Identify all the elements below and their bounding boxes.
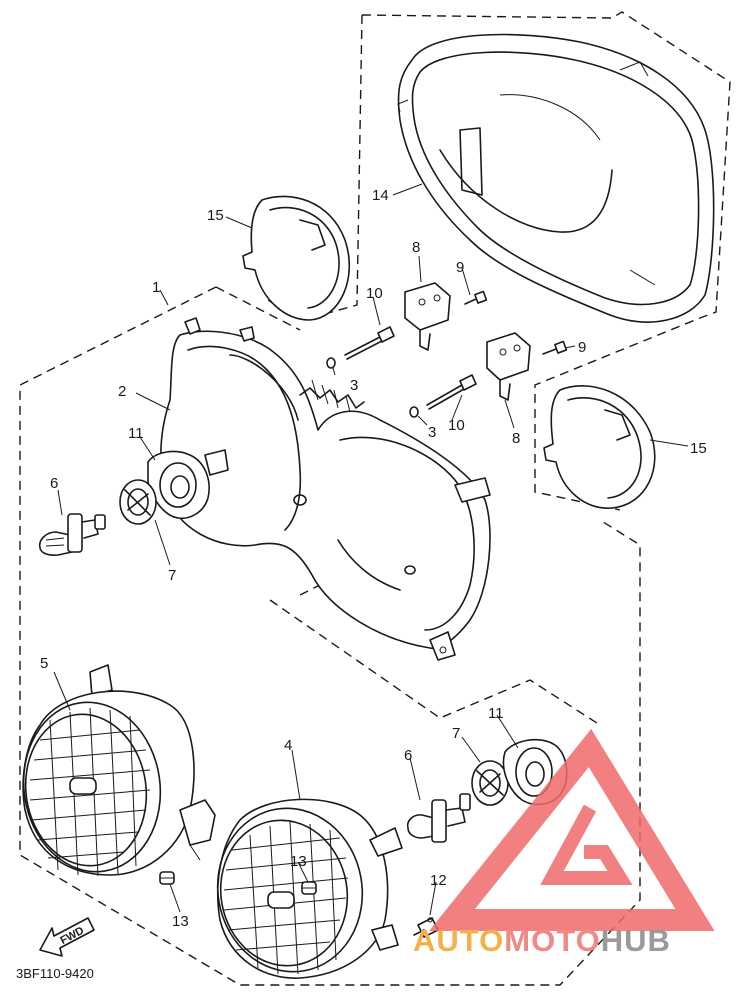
watermark-text: AUTOMOTOHUB xyxy=(413,923,671,958)
callout-8-lower: 8 xyxy=(512,430,520,447)
callout-8-upper: 8 xyxy=(412,239,420,256)
watermark-auto: AUTO xyxy=(413,923,504,958)
socket-cover-upper-part xyxy=(147,450,210,520)
headlight-cover-part xyxy=(397,33,715,323)
callout-10-upper: 10 xyxy=(366,285,383,302)
callout-15-left: 15 xyxy=(207,207,224,224)
bracket-lower-part xyxy=(486,332,531,401)
callout-1: 1 xyxy=(152,279,160,296)
callout-4: 4 xyxy=(284,737,292,754)
rim-ring-left-part xyxy=(242,195,350,321)
fwd-arrow: FWD xyxy=(39,917,95,957)
callout-10-lower: 10 xyxy=(448,417,465,434)
watermark-moto: MOTO xyxy=(504,923,600,958)
group-outlines xyxy=(19,11,731,986)
grommet-right-part xyxy=(301,881,317,895)
bulb-lower-part xyxy=(406,793,471,843)
callout-9-lower: 9 xyxy=(578,339,586,356)
bracket-upper-part xyxy=(404,282,451,351)
callout-11-lower: 11 xyxy=(488,705,504,722)
grommet-left-part xyxy=(159,871,175,885)
headlight-body-part xyxy=(160,317,491,661)
watermark-g-icon xyxy=(540,804,633,885)
callout-3-lower: 3 xyxy=(428,424,436,441)
bolt-upper-part xyxy=(344,326,395,360)
ring-upper-part xyxy=(326,357,336,369)
watermark-triangle-icon xyxy=(429,728,715,931)
headlight-unit-left-part xyxy=(22,664,216,877)
ring-lower-part xyxy=(409,406,419,418)
watermark-hub: HUB xyxy=(601,923,671,958)
bulb-holder-upper-part xyxy=(119,479,157,525)
callout-6-lower: 6 xyxy=(404,747,412,764)
callout-5: 5 xyxy=(40,655,48,672)
bulb-holder-lower-part xyxy=(471,760,509,806)
fwd-label: FWD xyxy=(58,925,86,947)
callout-9-upper: 9 xyxy=(456,259,464,276)
screw-upper-part xyxy=(464,290,488,305)
callout-13-right: 13 xyxy=(290,853,307,870)
leader-lines xyxy=(53,183,689,916)
callout-labels: 15 14 1 2 11 6 7 8 9 10 3 3 10 8 9 15 5 … xyxy=(40,187,707,930)
bolt-lower-part xyxy=(426,374,477,410)
callout-3-upper: 3 xyxy=(350,377,358,394)
callout-7-upper: 7 xyxy=(168,567,176,584)
rim-ring-right-part xyxy=(543,385,656,509)
callout-7-lower: 7 xyxy=(452,725,460,742)
callout-15-right: 15 xyxy=(690,440,707,457)
callout-2: 2 xyxy=(118,383,126,400)
diagram-code: 3BF110-9420 xyxy=(16,966,94,981)
bulb-upper-part xyxy=(38,513,106,556)
watermark-logo xyxy=(429,728,715,931)
screw-lower-part xyxy=(542,340,568,355)
callout-13-left: 13 xyxy=(172,913,189,930)
callout-14: 14 xyxy=(372,187,389,204)
callout-11-upper: 11 xyxy=(128,425,144,442)
callout-12: 12 xyxy=(430,872,447,889)
callout-6-upper: 6 xyxy=(50,475,58,492)
